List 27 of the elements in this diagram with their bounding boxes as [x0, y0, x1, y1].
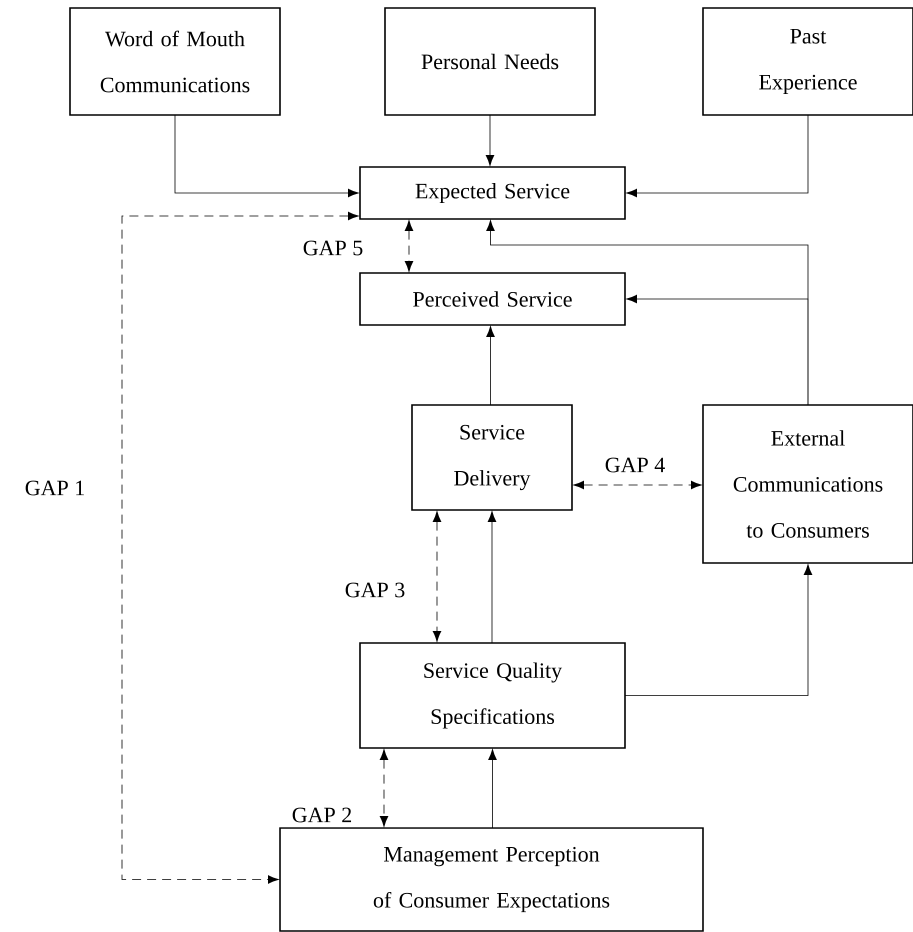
arrow [380, 749, 388, 827]
arrow [174, 114, 359, 198]
edge-label: GAP 1 [24, 480, 86, 496]
process-box: Personal Needs [384, 7, 596, 116]
edge-label: GAP 4 [604, 456, 666, 474]
arrow [488, 511, 496, 644]
process-box: Past Experience [702, 7, 913, 116]
process-box: Service Delivery [411, 404, 573, 511]
process-box: Service Quality Specifications [359, 642, 626, 749]
process-box: Perceived Service [359, 272, 626, 326]
process-box: Management Perception of Consumer Expectations [279, 827, 704, 932]
arrow [486, 114, 494, 166]
process-box: External Communications to Consumers [702, 404, 913, 564]
arrow [573, 480, 702, 490]
edge-label: GAP 5 [302, 240, 364, 256]
arrow [432, 511, 442, 642]
arrow [624, 564, 812, 696]
arrow [404, 220, 414, 272]
arrow [488, 749, 497, 828]
arrow [486, 326, 495, 406]
edge-label: GAP 2 [290, 806, 354, 824]
process-box: Word of Mouth Communications [69, 7, 281, 116]
process-box: Expected Service [359, 166, 626, 220]
arrow [626, 294, 808, 406]
arrow [122, 212, 359, 884]
arrow [626, 114, 808, 198]
edge-label: GAP 3 [344, 582, 406, 598]
